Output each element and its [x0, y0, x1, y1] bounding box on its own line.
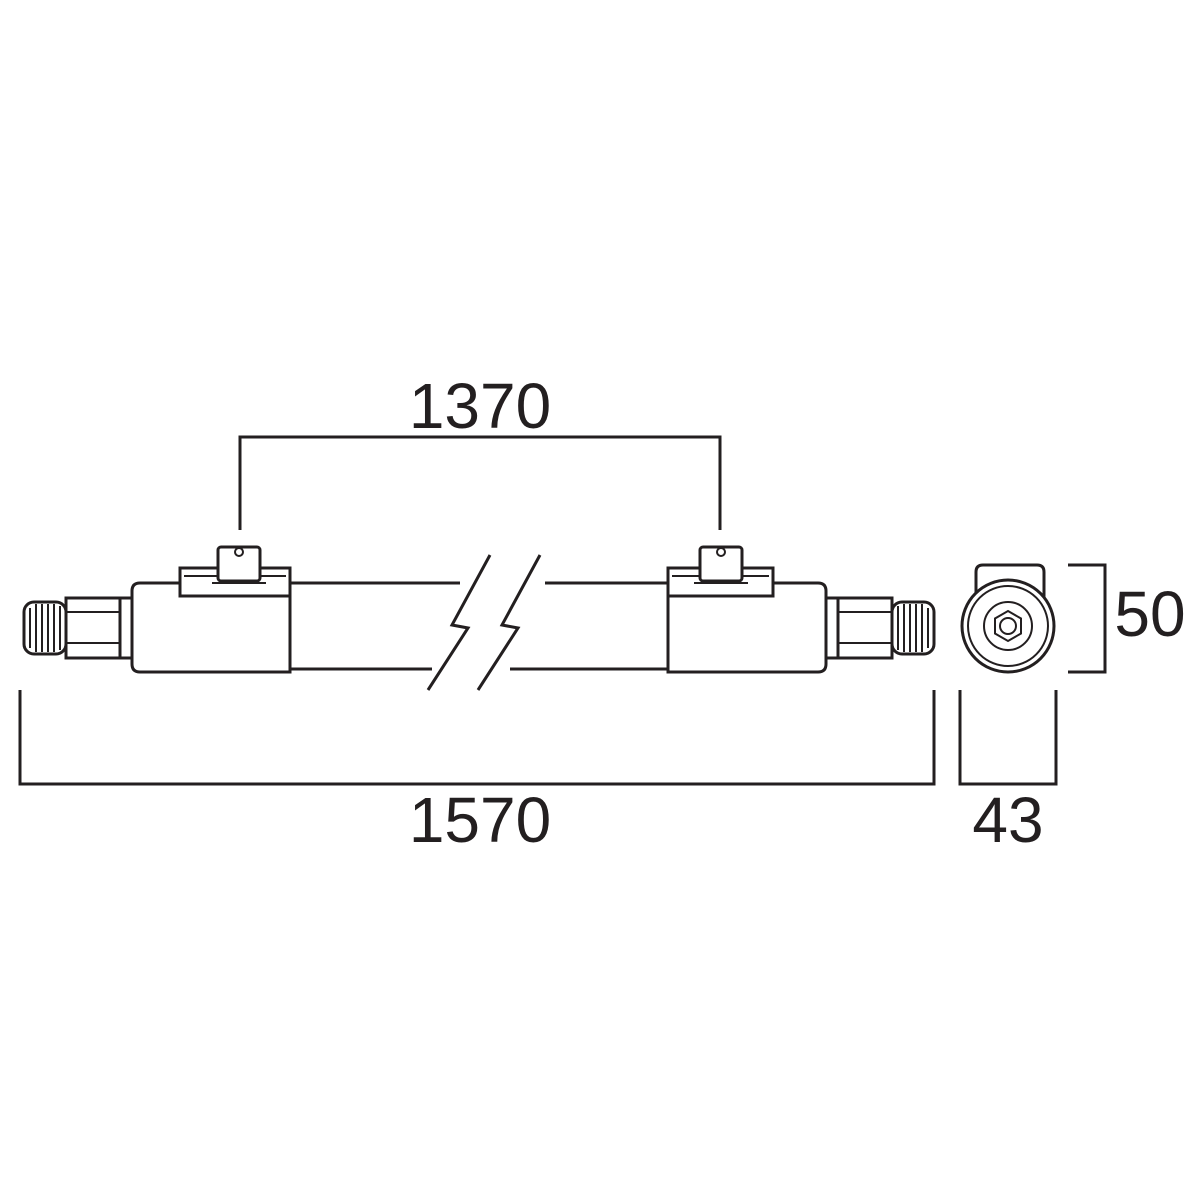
right-cable-gland: [824, 596, 936, 660]
left-cable-gland: [22, 596, 134, 660]
left-end-cap: [130, 545, 292, 674]
mount-spacing-dimension: 1370: [238, 370, 722, 530]
right-end-cap: [666, 545, 828, 674]
mount-spacing-label: 1370: [409, 370, 551, 442]
overall-length-dimension: 1570: [18, 690, 936, 856]
height-dimension: 50: [1068, 563, 1186, 674]
height-label: 50: [1114, 578, 1185, 650]
luminaire-end-view: [960, 563, 1056, 674]
width-dimension: 43: [958, 690, 1058, 856]
break-symbol: [426, 554, 542, 691]
width-label: 43: [972, 784, 1043, 856]
luminaire-side-view: [22, 545, 936, 691]
overall-length-label: 1570: [409, 784, 551, 856]
